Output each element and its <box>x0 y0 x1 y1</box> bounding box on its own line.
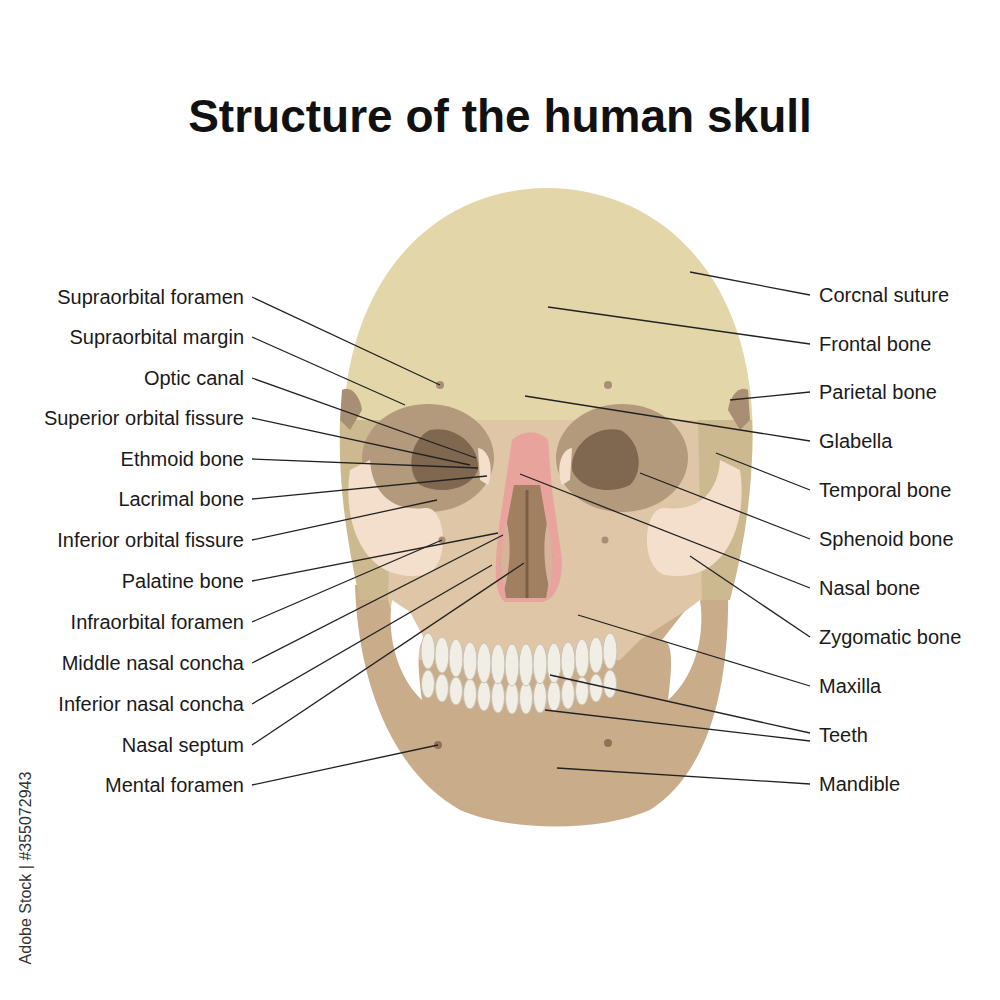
part-label: Inferior nasal concha <box>58 692 244 716</box>
part-label: Optic canal <box>144 366 244 390</box>
part-label: Supraorbital margin <box>69 325 244 349</box>
lacrimal-right <box>559 448 572 485</box>
part-label: Mental foramen <box>105 773 244 797</box>
foramen <box>602 537 609 544</box>
part-label: Sphenoid bone <box>819 527 954 551</box>
nasal-cavity <box>500 485 553 598</box>
leader-lines <box>252 272 810 785</box>
nasal-septum <box>526 490 529 598</box>
nasal-bone <box>496 433 562 603</box>
diagram-title: Structure of the human skull <box>0 88 1000 144</box>
part-label: Palatine bone <box>122 569 244 593</box>
part-label: Maxilla <box>819 674 881 698</box>
lacrimal-left <box>478 448 491 485</box>
part-label: Zygomatic bone <box>819 625 961 649</box>
part-label: Ethmoid bone <box>121 447 244 471</box>
part-label: Temporal bone <box>819 478 951 502</box>
orbit-fissure-right <box>572 429 639 490</box>
mandible-notch-left <box>391 600 425 700</box>
part-label: Parietal bone <box>819 380 937 404</box>
part-label: Mandible <box>819 772 900 796</box>
part-label: Superior orbital fissure <box>44 406 244 430</box>
part-label: Infraorbital foramen <box>71 610 244 634</box>
part-label: Corcnal suture <box>819 283 949 307</box>
part-label: Lacrimal bone <box>118 487 244 511</box>
part-label: Inferior orbital fissure <box>57 528 244 552</box>
part-label: Supraorbital foramen <box>57 285 244 309</box>
foramen <box>604 739 612 747</box>
watermark: Adobe Stock | #355072943 <box>16 748 36 988</box>
foramen <box>604 381 612 389</box>
part-label: Frontal bone <box>819 332 931 356</box>
zygomatic-left <box>348 460 443 576</box>
mandible-notch-right <box>662 600 701 700</box>
part-label: Glabella <box>819 429 892 453</box>
part-label: Middle nasal concha <box>62 651 244 675</box>
sphenoid-right <box>728 389 750 430</box>
part-label: Nasal bone <box>819 576 920 600</box>
sphenoid-left <box>340 389 362 430</box>
part-label: Nasal septum <box>122 733 244 757</box>
teeth <box>421 633 617 714</box>
part-label: Teeth <box>819 723 868 747</box>
